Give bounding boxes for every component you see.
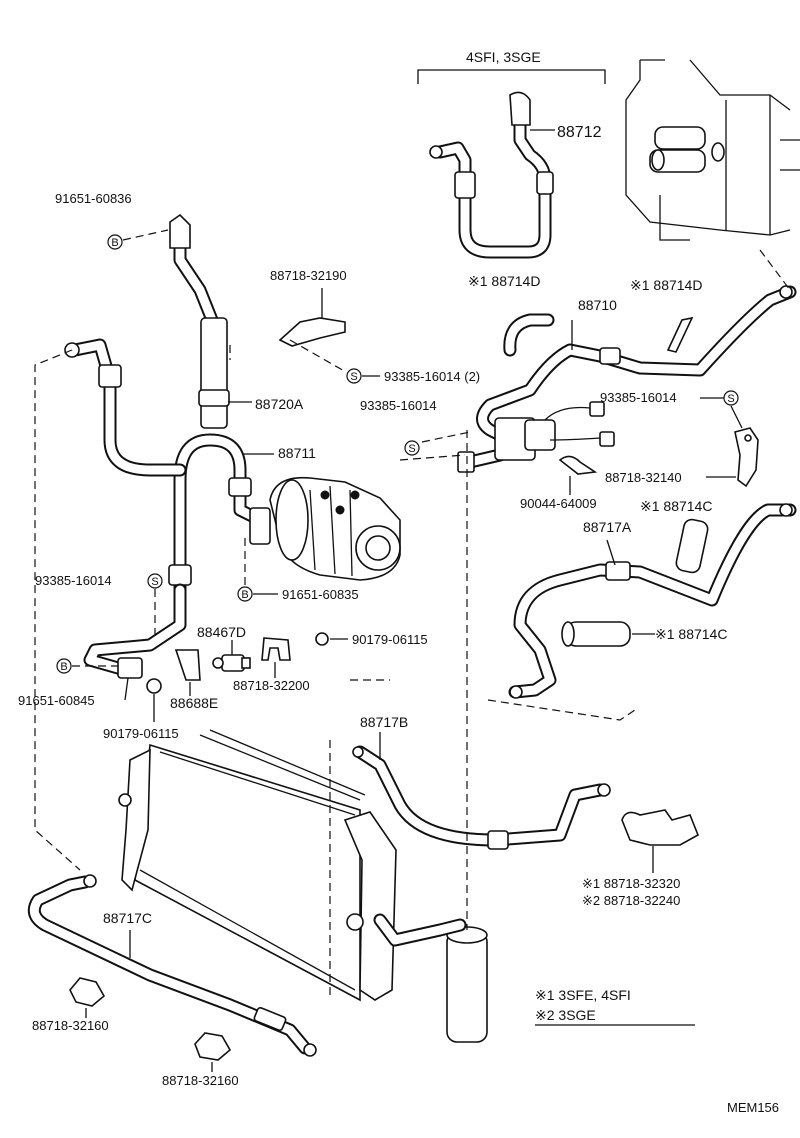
label-88711: 88711 (278, 445, 316, 461)
svg-text:B: B (111, 237, 118, 249)
screw-symbol-93385-16014-c: S (147, 573, 163, 589)
label-91651-60835: 91651-60835 (282, 587, 359, 602)
label-88712: 88712 (557, 124, 602, 141)
label-93385-16014-a: 93385-16014 (360, 398, 437, 413)
hose-88710 (457, 285, 797, 473)
screw-symbol-93385-16014-2: S (346, 368, 362, 384)
guide-line-center-top (399, 454, 466, 461)
hose-to-91651-60845 (83, 583, 187, 679)
hose-88717B (352, 745, 611, 850)
bolt-symbol-91651-60845: B (56, 658, 72, 674)
label-90179-06115-a: 90179-06115 (352, 632, 428, 647)
hose-88714C-upper (675, 518, 709, 574)
guide-line-left (34, 349, 81, 871)
label-88718-32200: 88718-32200 (233, 678, 310, 693)
legend-note-2: ※2 3SGE (535, 1007, 596, 1023)
hose-88714D-long (666, 316, 694, 353)
svg-text:S: S (727, 393, 734, 405)
label-88717B: 88717B (360, 714, 408, 730)
label-88714D-a: ※1 88714D (468, 273, 540, 289)
label-88717C: 88717C (103, 910, 152, 926)
label-88467D: 88467D (197, 624, 246, 640)
compressor-illustration (249, 476, 401, 581)
nut-90179-06115-a (315, 632, 329, 646)
label-88718-32240: ※2 88718-32240 (582, 893, 680, 908)
label-93385-16014-c: 93385-16014 (35, 573, 112, 588)
label-88718-32160-a: 88718-32160 (32, 1018, 109, 1033)
engine-variant-label: 4SFI, 3SGE (466, 49, 541, 65)
label-90044-64009: 90044-64009 (520, 496, 597, 511)
label-93385-16014-b: 93385-16014 (600, 390, 677, 405)
clamp-88718-32190 (278, 317, 346, 347)
hose-88720A (169, 213, 230, 429)
legend-note-1: ※1 3SFE, 4SFI (535, 987, 631, 1003)
clamp-88718-32140 (734, 427, 759, 488)
label-91651-60836: 91651-60836 (55, 191, 132, 206)
engine-variant-bracket: 4SFI, 3SGE (417, 49, 606, 84)
guide-line-right (487, 699, 636, 721)
clip-90044-64009 (558, 455, 598, 475)
svg-text:S: S (408, 443, 415, 455)
hose-88717A (508, 503, 797, 699)
label-93385-16014-2: 93385-16014 (2) (384, 369, 480, 384)
diagram-code: MEM156 (727, 1100, 779, 1115)
label-88718-32190: 88718-32190 (270, 268, 347, 283)
engine-block-illustration (625, 59, 800, 241)
screw-symbol-93385-16014-b: S (723, 390, 739, 406)
label-91651-60845: 91651-60845 (18, 693, 95, 708)
label-88717A: 88717A (583, 519, 632, 535)
svg-text:B: B (241, 589, 248, 601)
label-88710: 88710 (578, 297, 617, 313)
clamp-88718-32320 (621, 809, 700, 846)
clamp-88718-32160-a (69, 977, 106, 1007)
label-88720A: 88720A (255, 396, 304, 412)
receiver-dryer (373, 913, 488, 1043)
hose-88714D-small (503, 313, 555, 357)
switch-88467D (212, 654, 251, 672)
clamp-88718-32200 (261, 637, 291, 661)
hose-88717C (27, 874, 317, 1057)
nut-90179-06115-b (146, 678, 162, 694)
label-88688E: 88688E (170, 695, 218, 711)
bracket-88688E (174, 649, 201, 681)
bolt-symbol-91651-60835: B (237, 586, 253, 602)
svg-text:B: B (60, 661, 67, 673)
hose-88714C-lower (561, 621, 631, 647)
legend: ※1 3SFE, 4SFI ※2 3SGE (535, 987, 695, 1026)
hose-88712 (429, 91, 554, 259)
hose-88711 (168, 433, 267, 597)
hose-suction-left (64, 338, 187, 477)
label-88718-32320: ※1 88718-32320 (582, 876, 680, 891)
label-90179-06115-b: 90179-06115 (103, 726, 179, 741)
label-88714C-a: ※1 88714C (640, 498, 712, 514)
guide-line-engine (759, 249, 791, 291)
label-88714C-b: ※1 88714C (655, 626, 727, 642)
screw-symbol-93385-16014-a: S (404, 440, 420, 456)
label-88714D-b: ※1 88714D (630, 277, 702, 293)
svg-text:S: S (350, 371, 357, 383)
svg-text:S: S (151, 576, 158, 588)
label-88718-32140: 88718-32140 (605, 470, 682, 485)
label-88718-32160-b: 88718-32160 (162, 1073, 239, 1088)
condenser-illustration (118, 729, 397, 1002)
bolt-symbol-91651-60836: B (107, 234, 123, 250)
clamp-88718-32160-b (194, 1032, 232, 1061)
